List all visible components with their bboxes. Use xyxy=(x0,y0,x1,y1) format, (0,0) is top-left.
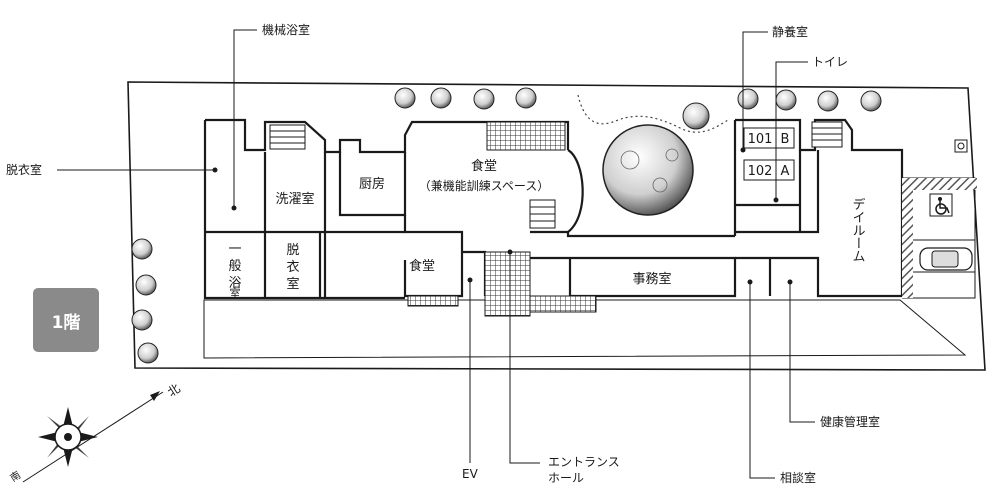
office-label: 事務室 xyxy=(632,271,671,287)
floor-badge: 1階 xyxy=(33,288,99,352)
entrance-apron-grid xyxy=(529,295,597,313)
general-bath-label: 浴 xyxy=(228,276,241,291)
dressing-room-label: 脱 xyxy=(286,243,299,258)
dining-main-sublabel: （兼機能訓練スペース） xyxy=(419,178,550,193)
consultation-callout: 相談室 xyxy=(780,470,816,485)
leader-lines xyxy=(57,29,815,479)
site-inner-boundary xyxy=(203,299,967,359)
general-bath-label: 室 xyxy=(230,286,241,300)
quiet-room-callout: 静養室 xyxy=(772,24,808,39)
dressing-room-label: 室 xyxy=(286,276,299,292)
car-icon xyxy=(919,247,973,271)
laundry-label: 洗濯室 xyxy=(275,191,314,207)
health-mgmt-callout: 健康管理室 xyxy=(820,414,880,429)
compass-north-label: 北 xyxy=(165,381,183,399)
day-room-label: デイルーム xyxy=(850,198,865,263)
tree-icon xyxy=(602,124,694,216)
ev-callout: EV xyxy=(462,467,479,481)
stairs xyxy=(269,121,843,229)
parking-hatch xyxy=(902,178,913,298)
wheelchair-icon xyxy=(929,193,953,217)
compass-icon xyxy=(22,391,164,483)
tree-icon xyxy=(682,102,710,130)
room-101-box xyxy=(743,127,795,149)
garden-path xyxy=(577,94,729,133)
dressing-room-label: 衣 xyxy=(286,259,299,275)
room-102-label: 102 xyxy=(748,164,773,179)
parking-hatch-top xyxy=(902,178,977,190)
dining-main-label: 食堂 xyxy=(471,158,497,174)
toilet-callout: トイレ xyxy=(812,55,848,69)
room-102-sub: A xyxy=(781,164,790,179)
dining-step-grid xyxy=(407,295,459,307)
dining-small-label: 食堂 xyxy=(409,258,435,274)
terrace-grid xyxy=(486,121,566,151)
compass-south-label: 南 xyxy=(8,468,23,484)
room-102-box xyxy=(743,159,795,181)
general-bath-label: 般 xyxy=(228,258,241,274)
dressing-room-callout: 脱衣室 xyxy=(6,162,42,177)
entrance-hall-callout: ホール xyxy=(548,471,584,485)
general-bath-label: 一 xyxy=(228,242,241,257)
kitchen-label: 厨房 xyxy=(359,176,385,192)
machine-bath-callout: 機械浴室 xyxy=(262,22,310,37)
entrance-grid xyxy=(484,251,531,317)
building-walls xyxy=(203,118,976,300)
room-101-sub: B xyxy=(781,132,790,147)
entrance-hall-callout: エントランス xyxy=(548,455,620,469)
room-101-label: 101 xyxy=(748,132,773,147)
